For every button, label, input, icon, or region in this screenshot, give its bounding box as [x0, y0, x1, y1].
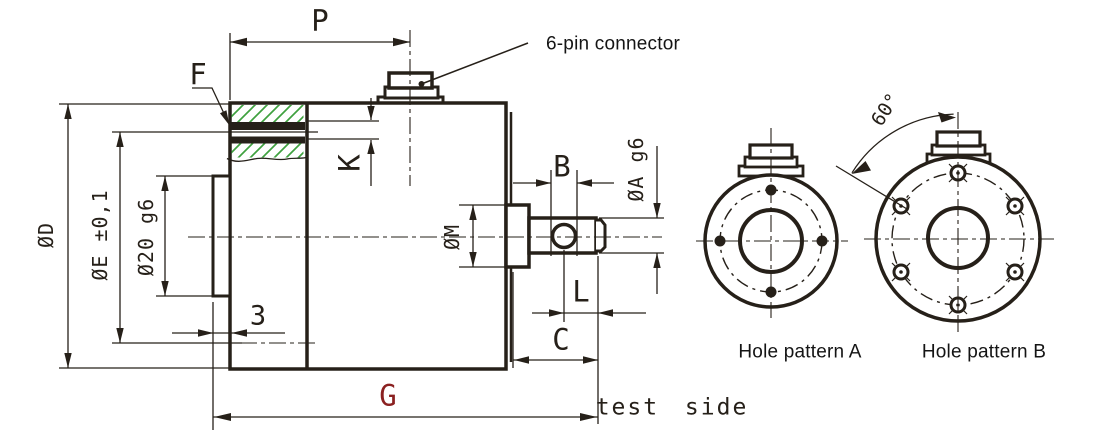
dim-label-k: K: [332, 154, 367, 172]
dim-label-f: F: [189, 57, 207, 92]
dimension-linework: [59, 33, 664, 430]
hole-pattern-b-caption: Hole pattern B: [921, 341, 1047, 363]
side-view: [211, 71, 607, 371]
pilot-hub: [211, 174, 232, 298]
angle-dimension-60: [835, 112, 956, 210]
dim-label-pilot-dia: Ø20 g6: [134, 197, 158, 277]
connector-note: 6-pin connector: [546, 33, 680, 55]
dim-label-p: P: [311, 3, 329, 38]
hole-pattern-a-caption: Hole pattern A: [738, 341, 862, 363]
dim-label-boss-dia: ØM: [440, 223, 464, 251]
dim-label-c: C: [552, 322, 570, 357]
dim-label-l: L: [572, 274, 590, 309]
dim-label-body-dia: ØD: [34, 221, 58, 249]
dim-label-b: B: [553, 149, 571, 184]
center-lines: [188, 30, 662, 344]
shaft-cross-hole: [550, 222, 578, 250]
shaft-boss: [504, 203, 531, 269]
dim-label-bolt-circle-dia: ØE ±0,1: [88, 189, 112, 281]
test-side-note: test side: [595, 394, 749, 421]
dim-label-step: 3: [249, 300, 267, 332]
hole-pattern-a-view: [696, 128, 848, 318]
hole-pattern-b-view: [835, 112, 1054, 332]
dim-label-shaft-dia: ØA g6: [624, 136, 648, 202]
clamp-band-section: [226, 105, 307, 162]
dim-label-g: G: [379, 378, 397, 413]
shaft-end-cap: [596, 218, 607, 253]
